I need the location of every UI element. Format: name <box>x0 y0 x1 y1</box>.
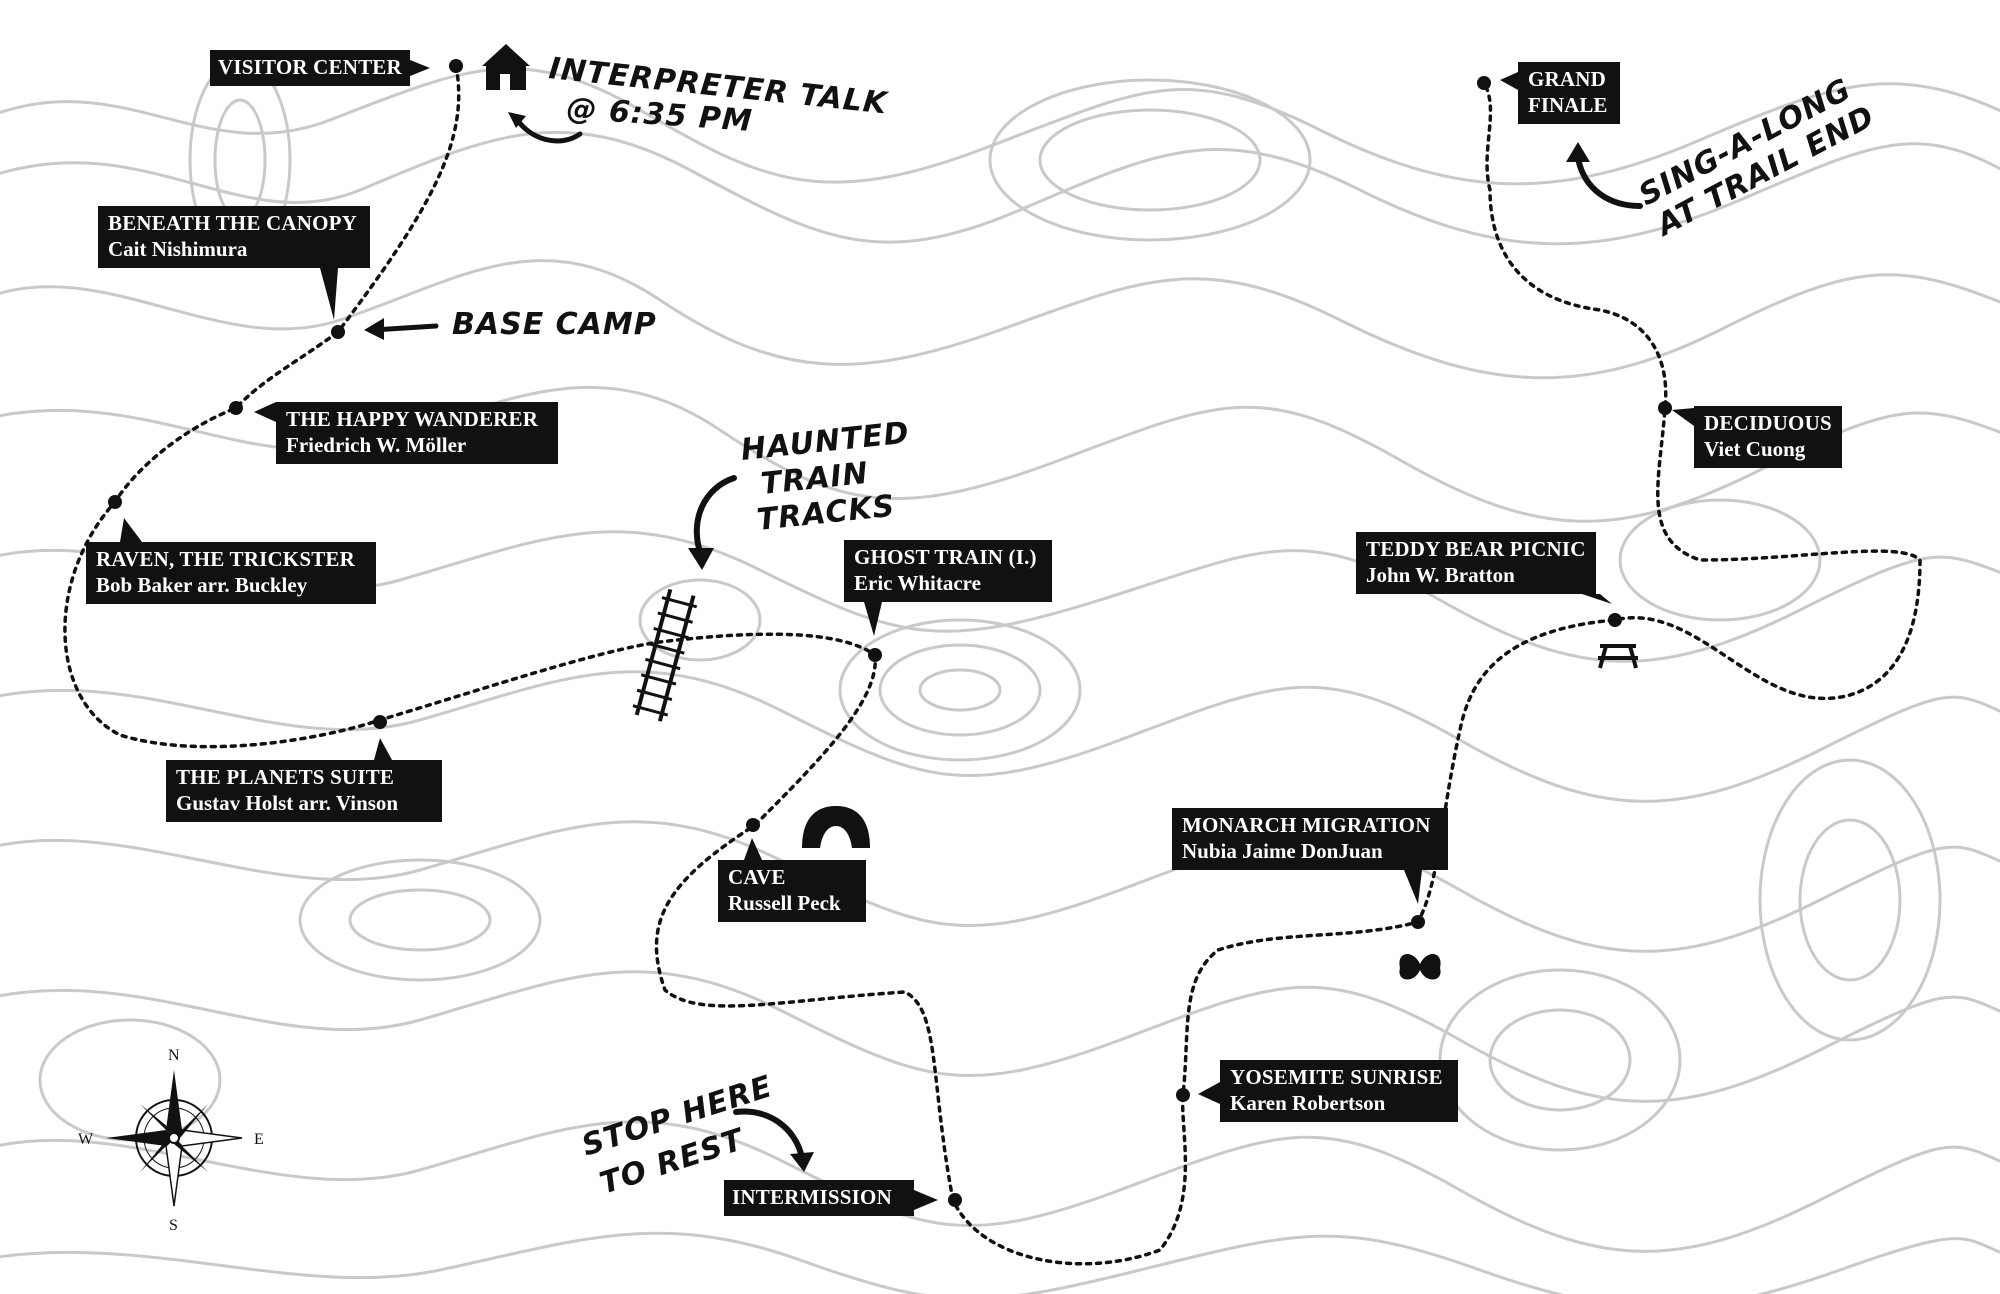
stop-dot-monarch[interactable] <box>1411 915 1425 929</box>
compass-n: N <box>168 1047 180 1064</box>
compass-s: S <box>169 1217 178 1234</box>
monarch-title: MONARCH MIGRATION <box>1182 813 1431 837</box>
ghost-train-composer: Eric Whitacre <box>854 571 981 595</box>
stop-dot-teddy-bear[interactable] <box>1608 613 1622 627</box>
wanderer-composer: Friedrich W. Möller <box>286 433 466 457</box>
deciduous-title: DECIDUOUS <box>1704 411 1832 435</box>
planets-title: THE PLANETS SUITE <box>176 765 394 789</box>
intermission-title: INTERMISSION <box>732 1185 892 1209</box>
house-icon <box>482 44 530 90</box>
rest-arrow-icon <box>733 1108 805 1161</box>
grand-finale-subtitle: FINALE <box>1528 93 1607 117</box>
cave-composer: Russell Peck <box>728 891 841 915</box>
singalong-arrow-icon <box>1575 155 1643 209</box>
stop-label-deciduous[interactable]: DECIDUOUS Viet Cuong <box>1672 406 1842 468</box>
canopy-composer: Cait Nishimura <box>108 237 248 261</box>
stop-dot-raven[interactable] <box>108 495 122 509</box>
stop-label-raven-the-trickster[interactable]: RAVEN, THE TRICKSTER Bob Baker arr. Buck… <box>86 518 376 604</box>
stop-label-beneath-the-canopy[interactable]: BENEATH THE CANOPY Cait Nishimura <box>98 206 370 320</box>
teddy-bear-title: TEDDY BEAR PICNIC <box>1366 537 1586 561</box>
grand-finale-title: GRAND <box>1528 67 1606 91</box>
stop-dot-base-camp[interactable] <box>331 325 345 339</box>
cave-icon <box>802 806 870 848</box>
stop-label-grand-finale[interactable]: GRAND FINALE <box>1500 62 1620 124</box>
compass-e: E <box>254 1131 264 1148</box>
wanderer-title: THE HAPPY WANDERER <box>286 407 539 431</box>
stop-label-cave[interactable]: CAVE Russell Peck <box>718 838 866 922</box>
note-base-camp: BASE CAMP <box>364 307 657 342</box>
stop-dot-yosemite[interactable] <box>1176 1088 1190 1102</box>
train-tracks-icon <box>632 588 698 722</box>
trail-stops <box>108 59 1672 1207</box>
compass-w: W <box>78 1131 94 1148</box>
topographic-contours <box>0 58 2000 1294</box>
stop-dot-visitor-center[interactable] <box>449 59 463 73</box>
stop-dot-deciduous[interactable] <box>1658 401 1672 415</box>
stop-label-visitor-center[interactable]: VISITOR CENTER <box>210 50 430 86</box>
monarch-composer: Nubia Jaime DonJuan <box>1182 839 1383 863</box>
stop-dot-intermission[interactable] <box>948 1193 962 1207</box>
stop-label-teddy-bear-picnic[interactable]: TEDDY BEAR PICNIC John W. Bratton <box>1356 532 1612 604</box>
ghost-train-title: GHOST TRAIN (I.) <box>854 545 1037 569</box>
raven-title: RAVEN, THE TRICKSTER <box>96 547 356 571</box>
stop-dot-cave[interactable] <box>746 818 760 832</box>
stop-label-the-planets-suite[interactable]: THE PLANETS SUITE Gustav Holst arr. Vins… <box>166 738 442 822</box>
stop-label-the-happy-wanderer[interactable]: THE HAPPY WANDERER Friedrich W. Möller <box>254 402 558 464</box>
haunted-arrow-icon <box>693 475 737 555</box>
stop-dot-ghost-train[interactable] <box>868 648 882 662</box>
stop-label-ghost-train[interactable]: GHOST TRAIN (I.) Eric Whitacre <box>844 540 1052 636</box>
stop-dot-planets[interactable] <box>373 715 387 729</box>
teddy-bear-composer: John W. Bratton <box>1366 563 1515 587</box>
interpreter-arrow-icon <box>513 115 583 144</box>
trail-path <box>63 64 1922 1266</box>
cave-title: CAVE <box>728 865 786 889</box>
stop-label-monarch-migration[interactable]: MONARCH MIGRATION Nubia Jaime DonJuan <box>1172 808 1448 904</box>
base-camp-text: BASE CAMP <box>452 307 657 342</box>
yosemite-title: YOSEMITE SUNRISE <box>1230 1065 1443 1089</box>
deciduous-composer: Viet Cuong <box>1704 437 1806 461</box>
stop-label-intermission[interactable]: INTERMISSION <box>724 1180 938 1216</box>
stop-dot-grand-finale[interactable] <box>1477 76 1491 90</box>
stop-label-yosemite-sunrise[interactable]: YOSEMITE SUNRISE Karen Robertson <box>1198 1060 1458 1122</box>
canopy-title: BENEATH THE CANOPY <box>108 211 357 235</box>
base-camp-arrow-icon <box>371 323 439 333</box>
note-interpreter-talk: INTERPRETER TALK @ 6:35 PM <box>508 51 891 144</box>
yosemite-composer: Karen Robertson <box>1230 1091 1386 1115</box>
picnic-table-icon <box>1598 644 1638 669</box>
raven-composer: Bob Baker arr. Buckley <box>96 573 308 597</box>
visitor-center-title: VISITOR CENTER <box>218 55 403 79</box>
compass-rose-icon: N S E W <box>78 1047 264 1234</box>
stop-dot-happy-wanderer[interactable] <box>229 401 243 415</box>
butterfly-icon <box>1399 953 1441 980</box>
planets-composer: Gustav Holst arr. Vinson <box>176 791 398 815</box>
